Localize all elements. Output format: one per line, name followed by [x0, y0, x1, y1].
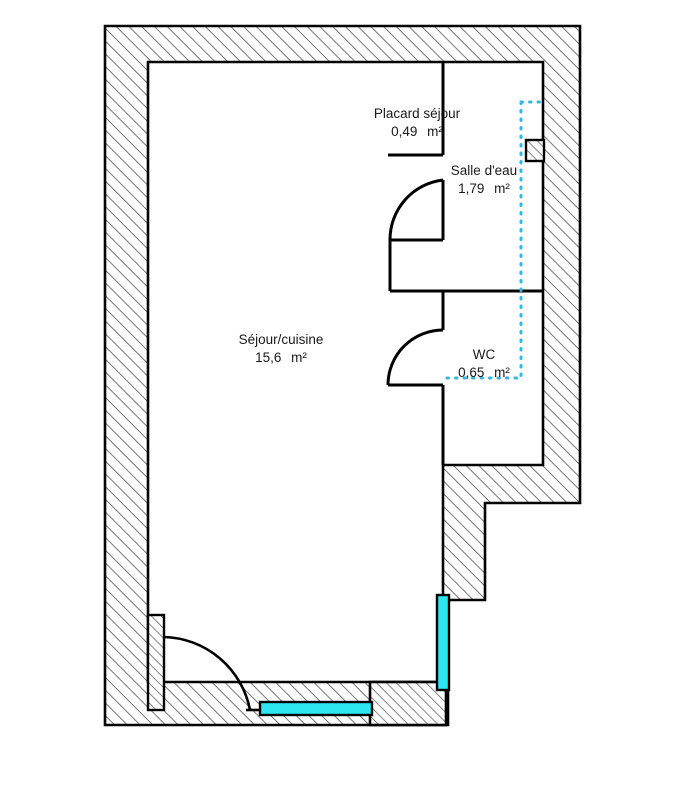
highlight-wall-vertical [435, 593, 451, 692]
room-area-unit-placard-sejour: m² [427, 124, 443, 139]
room-label-sejour-cuisine: Séjour/cuisine [239, 332, 324, 347]
entry-door-pier [146, 613, 166, 712]
room-area-unit-wc: m² [494, 365, 510, 380]
wc-door-swing-arc [386, 328, 444, 386]
room-area-value-placard-sejour: 0,49 [391, 124, 417, 139]
window-niche-right-icon [524, 138, 546, 163]
room-area-wc: 0,65 m² [458, 365, 510, 380]
entry-threshold-block [368, 680, 448, 727]
room-label-salle-d-eau: Salle d'eau [451, 163, 517, 178]
room-area-unit-sejour-cuisine: m² [291, 350, 307, 365]
room-area-placard-sejour: 0,49 m² [391, 124, 443, 139]
entry-door-swing-arc [163, 635, 252, 711]
room-area-value-wc: 0,65 [458, 365, 484, 380]
room-area-value-sejour-cuisine: 15,6 [255, 350, 281, 365]
room-area-value-salle-d-eau: 1,79 [458, 181, 484, 196]
salle-deau-door-swing-arc [388, 178, 444, 241]
room-area-unit-salle-d-eau: m² [494, 181, 510, 196]
highlight-wall-horizontal [258, 700, 374, 717]
room-label-placard-sejour: Placard séjour [374, 106, 461, 121]
exterior-wall-hatch [105, 26, 580, 725]
exterior-wall-outline [103, 24, 582, 727]
room-area-salle-d-eau: 1,79 m² [458, 181, 510, 196]
room-label-wc: WC [473, 347, 496, 362]
room-area-sejour-cuisine: 15,6 m² [255, 350, 307, 365]
